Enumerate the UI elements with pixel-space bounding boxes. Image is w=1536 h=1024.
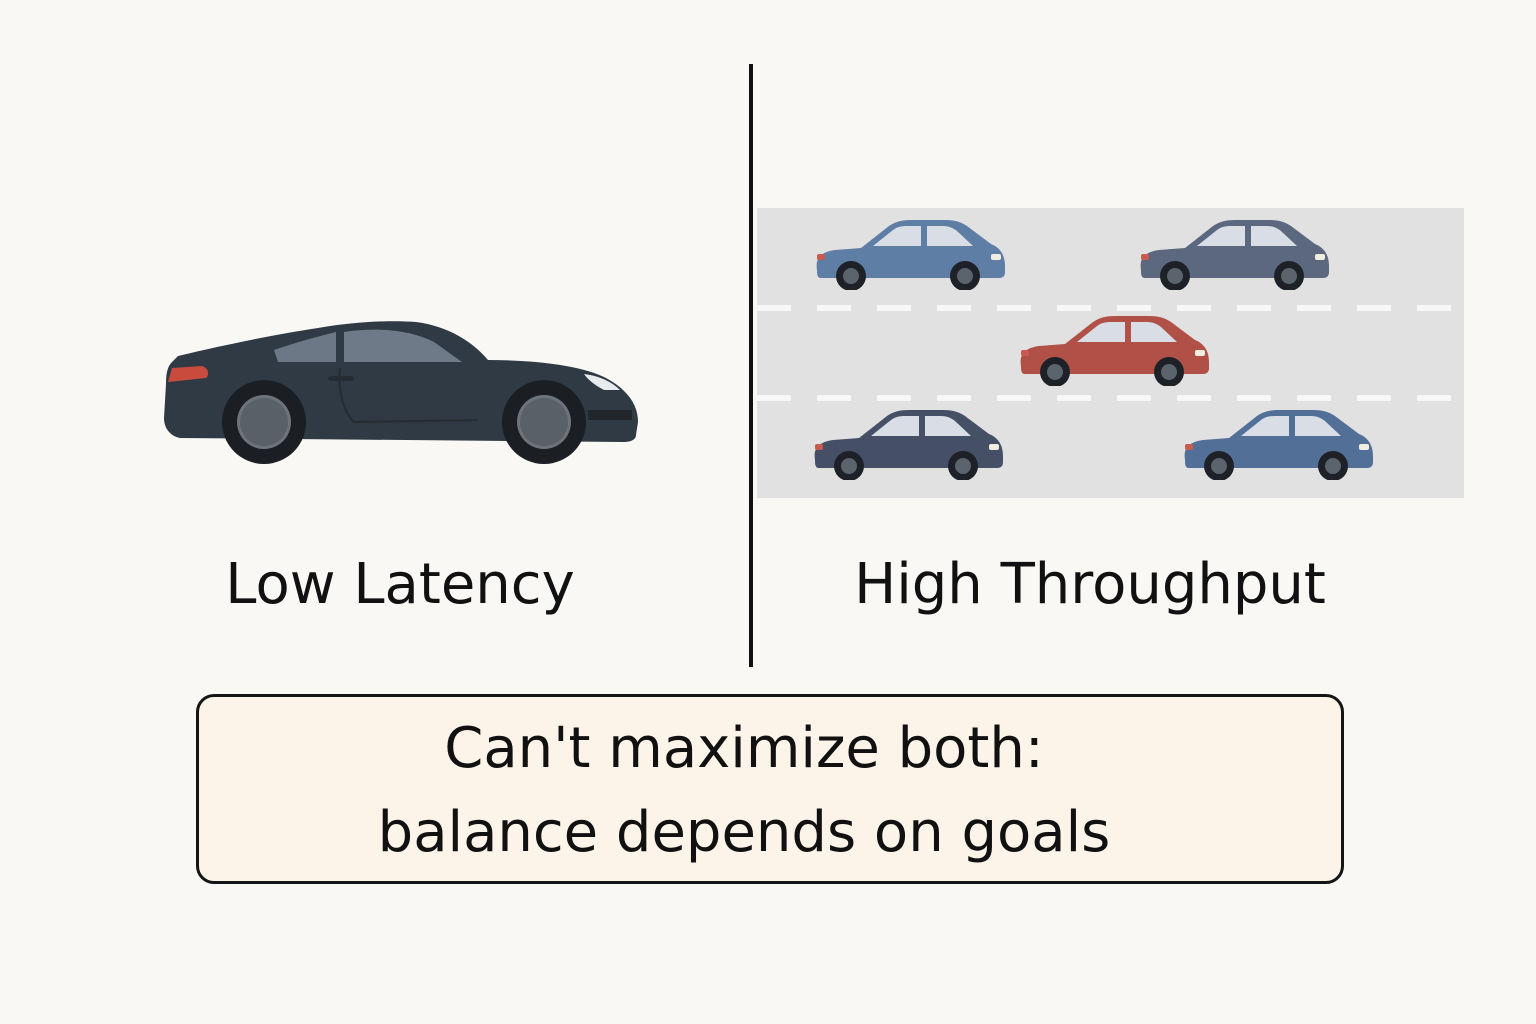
car-icon — [809, 408, 1005, 480]
center-divider — [749, 64, 753, 667]
low-latency-label: Low Latency — [160, 545, 640, 625]
conclusion-line-2: balance depends on goals — [199, 797, 1289, 869]
conclusion-line-1: Can't maximize both: — [199, 713, 1289, 785]
lane-marking — [757, 304, 1464, 312]
high-throughput-label: High Throughput — [800, 545, 1380, 625]
lane-marking — [757, 394, 1464, 402]
car-icon — [811, 218, 1007, 290]
car-icon — [1015, 314, 1211, 386]
sports-car-icon — [158, 310, 648, 470]
car-icon — [1135, 218, 1331, 290]
highway-traffic-icon — [757, 208, 1464, 498]
conclusion-box: Can't maximize both: balance depends on … — [196, 694, 1344, 884]
car-icon — [1179, 408, 1375, 480]
